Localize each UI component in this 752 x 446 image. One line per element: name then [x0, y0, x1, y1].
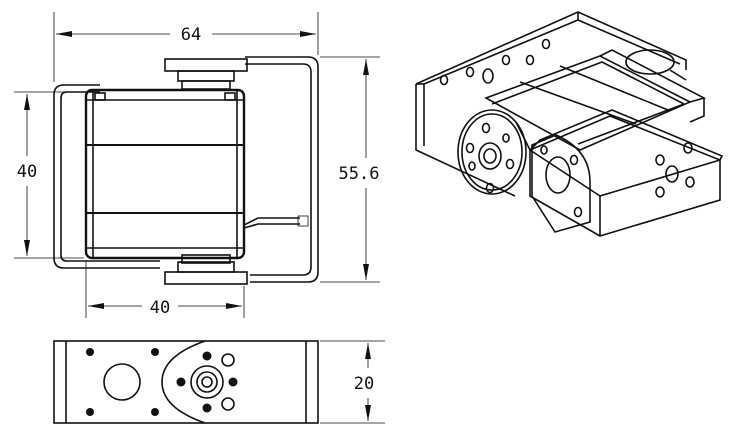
bracket-left-outline — [53, 84, 160, 269]
dimension-right-height: 55.6 — [320, 56, 380, 283]
dimension-left-height: 40 — [14, 91, 84, 259]
dimension-top-width: 64 — [53, 12, 319, 82]
side-bore — [103, 363, 141, 401]
bracket-inner-outline — [245, 63, 312, 276]
dimension-bottom-width: 40 — [85, 262, 245, 318]
side-view-body — [53, 340, 319, 424]
dim-label-side-height: 20 — [354, 374, 374, 394]
dim-label-top-width: 64 — [181, 25, 201, 45]
dim-label-left-height: 40 — [17, 162, 37, 182]
top-horn — [164, 58, 248, 72]
dim-label-right-height: 55.6 — [339, 164, 380, 184]
dimension-side-height: 20 — [320, 340, 385, 424]
bracket-outline — [245, 56, 319, 283]
isometric-view — [415, 11, 724, 237]
side-view: 20 — [53, 340, 385, 424]
bottom-horn — [164, 271, 248, 285]
servo-body — [84, 88, 246, 260]
top-view: 64 40 55.6 — [14, 12, 380, 318]
dim-label-bottom-width: 40 — [150, 298, 170, 318]
